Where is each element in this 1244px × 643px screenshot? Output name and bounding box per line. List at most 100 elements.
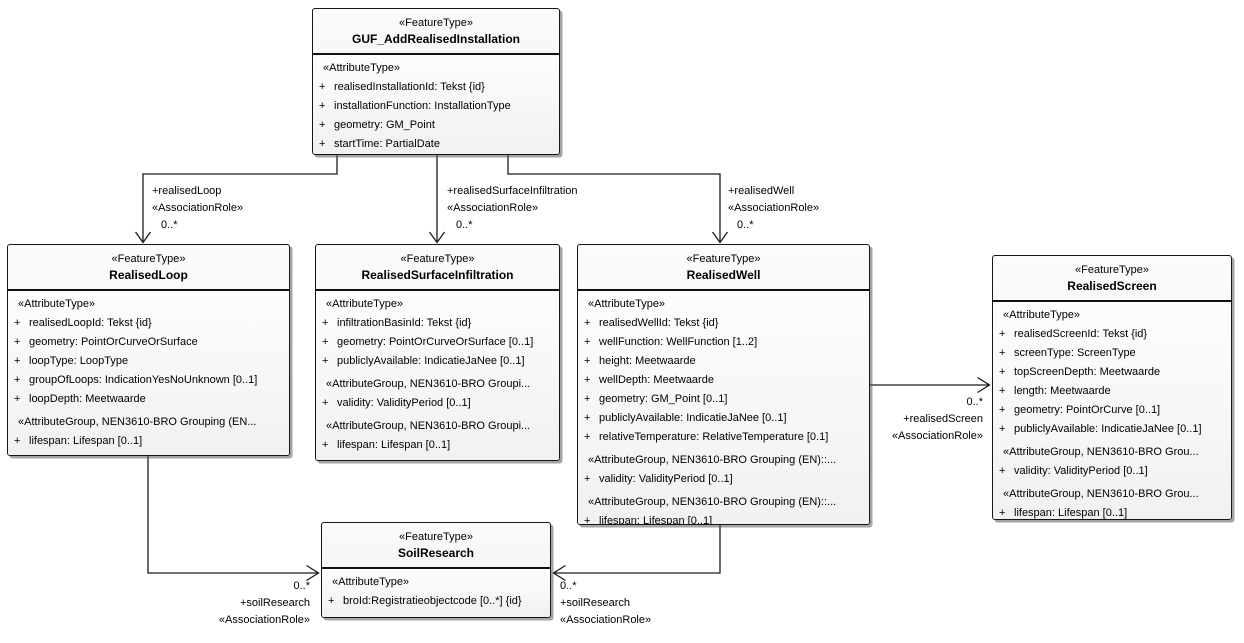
- attribute-row: +realisedScreenId: Tekst {id}: [998, 325, 1228, 344]
- assoc-stereotype: «AssociationRole»: [152, 202, 244, 214]
- attribute-row: +installationFunction: InstallationType: [318, 97, 556, 116]
- class-name: GUF_AddRealisedInstallation: [351, 32, 521, 46]
- class-name: RealisedLoop: [109, 268, 188, 282]
- attribute-row: + lifespan: Lifespan [0..1]: [998, 504, 1228, 519]
- attribute-text: lifespan: Lifespan [0..1]: [1014, 507, 1128, 519]
- section-header: «AttributeType»: [326, 298, 404, 310]
- section-header: «AttributeType»: [1003, 309, 1081, 321]
- visibility-marker: +: [999, 507, 1006, 519]
- section-header: «AttributeType»: [332, 576, 410, 588]
- visibility-marker: +: [999, 385, 1006, 397]
- visibility-marker: +: [999, 366, 1006, 378]
- attribute-row: + wellFunction: WellFunction [1..2]: [583, 333, 866, 352]
- visibility-marker: +: [14, 355, 21, 367]
- visibility-marker: +: [999, 347, 1006, 359]
- visibility-marker: +: [584, 336, 591, 348]
- class-name: RealisedSurfaceInfiltration: [361, 268, 514, 282]
- class-header: «FeatureType» RealisedSurfaceInfiltratio…: [316, 245, 559, 291]
- connector-realisedloop-to-soilresearch: [147, 456, 320, 582]
- attribute-row: +publiclyAvailable: IndicatieJaNee [0..1…: [583, 409, 866, 428]
- attribute-row: +validity: ValidityPeriod [0..1]: [583, 470, 866, 489]
- attribute-text: infiltrationBasinId: Tekst {id}: [337, 317, 472, 329]
- visibility-marker: +: [584, 412, 591, 424]
- class-stereotype: «FeatureType»: [399, 17, 473, 29]
- assoc-role: +soilResearch: [560, 597, 631, 609]
- visibility-marker: +: [319, 119, 326, 131]
- class-stereotype: «FeatureType»: [686, 253, 761, 265]
- visibility-marker: +: [322, 336, 329, 348]
- class-header: «FeatureType» SoilResearch: [322, 523, 550, 569]
- attribute-text: geometry: PointOrCurve [0..1]: [1014, 404, 1161, 416]
- assoc-role: +realisedWell: [728, 185, 795, 197]
- class-box-guf-addrealisedinstallation: «FeatureType» GUF_AddRealisedInstallatio…: [312, 8, 560, 155]
- class-attributes: «AttributeType» +realisedLoopId: Tekst {…: [8, 291, 289, 455]
- visibility-marker: +: [14, 336, 21, 348]
- attribute-text: geometry: PointOrCurveOrSurface: [29, 336, 198, 348]
- attribute-row: +lifespan: Lifespan [0..1]: [13, 432, 286, 451]
- attribute-row: +lifespan: Lifespan [0..1]: [321, 436, 556, 455]
- assoc-stereotype: «AssociationRole»: [728, 202, 820, 214]
- attribute-row: + realisedInstallationId: Tekst {id}: [318, 78, 556, 97]
- class-box-realisedwell: «FeatureType» RealisedWell «AttributeTyp…: [577, 244, 870, 525]
- class-stereotype: «FeatureType»: [399, 531, 473, 543]
- assoc-multiplicity: 0..*: [456, 219, 473, 231]
- attribute-text: realisedWellId: Tekst {id}: [599, 317, 719, 329]
- class-name: RealisedScreen: [1067, 279, 1157, 293]
- visibility-marker: +: [584, 393, 591, 405]
- attribute-text: publiclyAvailable: IndicatieJaNee [0..1]: [337, 355, 525, 367]
- class-name: RealisedWell: [686, 268, 761, 282]
- visibility-marker: +: [14, 435, 21, 447]
- attribute-text: geometry: PointOrCurveOrSurface [0..1]: [337, 336, 534, 348]
- visibility-marker: +: [999, 328, 1006, 340]
- class-stereotype: «FeatureType»: [111, 253, 186, 265]
- section-header: «AttributeType»: [323, 62, 401, 74]
- section-header: «AttributeType»: [588, 298, 666, 310]
- connector-realisedwell-to-soilresearch: [552, 525, 721, 582]
- section-header: «AttributeGroup, NEN3610-BRO Grouping (E…: [588, 454, 837, 466]
- attribute-row: +infiltrationBasinId: Tekst {id}: [321, 314, 556, 333]
- class-box-realisedloop: «FeatureType» RealisedLoop «AttributeTyp…: [7, 244, 290, 456]
- class-box-soilresearch: «FeatureType» SoilResearch «AttributeTyp…: [321, 522, 551, 618]
- assoc-stereotype: «AssociationRole»: [560, 614, 652, 626]
- class-attributes: «AttributeType» +realisedScreenId: Tekst…: [993, 302, 1231, 519]
- visibility-marker: +: [319, 81, 326, 93]
- assoc-multiplicity: 0..*: [737, 219, 754, 231]
- attribute-row: +groupOfLoops: IndicationYesNoUnknown [0…: [13, 371, 286, 390]
- assoc-label-realisedloop: +realisedLoop «AssociationRole» 0..*: [152, 183, 243, 234]
- attribute-row: +broId:Registratieobjectcode [0..*] {id}: [327, 592, 547, 611]
- attribute-text: length: Meetwaarde: [1014, 385, 1111, 397]
- class-header: «FeatureType» RealisedWell: [578, 245, 869, 291]
- attribute-row: +publiclyAvailable: IndicatieJaNee [0..1…: [998, 420, 1228, 439]
- visibility-marker: +: [584, 374, 591, 386]
- assoc-label-realisedsurfaceinfiltration: +realisedSurfaceInfiltration «Associatio…: [447, 183, 578, 234]
- assoc-role: +realisedLoop: [152, 185, 222, 197]
- attribute-text: screenType: ScreenType: [1014, 347, 1136, 359]
- attribute-text: publiclyAvailable: IndicatieJaNee [0..1]: [1014, 423, 1202, 435]
- visibility-marker: +: [322, 355, 329, 367]
- section-header: «AttributeGroup, NEN3610-BRO Grouping (E…: [18, 416, 257, 428]
- attribute-row: + screenType: ScreenType: [998, 344, 1228, 363]
- attribute-row: +loopType: LoopType: [13, 352, 286, 371]
- class-attributes: «AttributeType» + realisedWellId: Tekst {…: [578, 291, 869, 524]
- attribute-text: installationFunction: InstallationType: [334, 100, 511, 112]
- assoc-role: +soilResearch: [239, 597, 310, 609]
- visibility-marker: +: [14, 317, 21, 329]
- assoc-multiplicity: 0..*: [161, 219, 178, 231]
- attribute-row: +height: Meetwaarde: [583, 352, 866, 371]
- section-header: «AttributeGroup, NEN3610-BRO Groupi...: [326, 378, 531, 390]
- section-header: «AttributeGroup, NEN3610-BRO Grou...: [1003, 488, 1199, 500]
- attribute-row: +realisedLoopId: Tekst {id}: [13, 314, 286, 333]
- visibility-marker: +: [999, 465, 1006, 477]
- visibility-marker: +: [328, 595, 335, 607]
- attribute-text: lifespan: Lifespan [0..1]: [599, 515, 713, 524]
- section-header: «AttributeGroup, NEN3610-BRO Grouping (E…: [588, 496, 837, 508]
- attribute-text: lifespan: Lifespan [0..1]: [337, 439, 451, 451]
- attribute-text: groupOfLoops: IndicationYesNoUnknown [0.…: [29, 374, 258, 386]
- attribute-text: realisedInstallationId: Tekst {id}: [334, 81, 485, 93]
- attribute-text: relativeTemperature: RelativeTemperature…: [599, 431, 829, 443]
- attribute-text: wellDepth: Meetwaarde: [599, 374, 714, 386]
- attribute-text: wellFunction: WellFunction [1..2]: [599, 336, 758, 348]
- visibility-marker: +: [584, 317, 591, 329]
- attribute-text: geometry: GM_Point [0..1]: [599, 393, 728, 405]
- class-attributes: «AttributeType» + realisedInstallationId:…: [313, 55, 559, 154]
